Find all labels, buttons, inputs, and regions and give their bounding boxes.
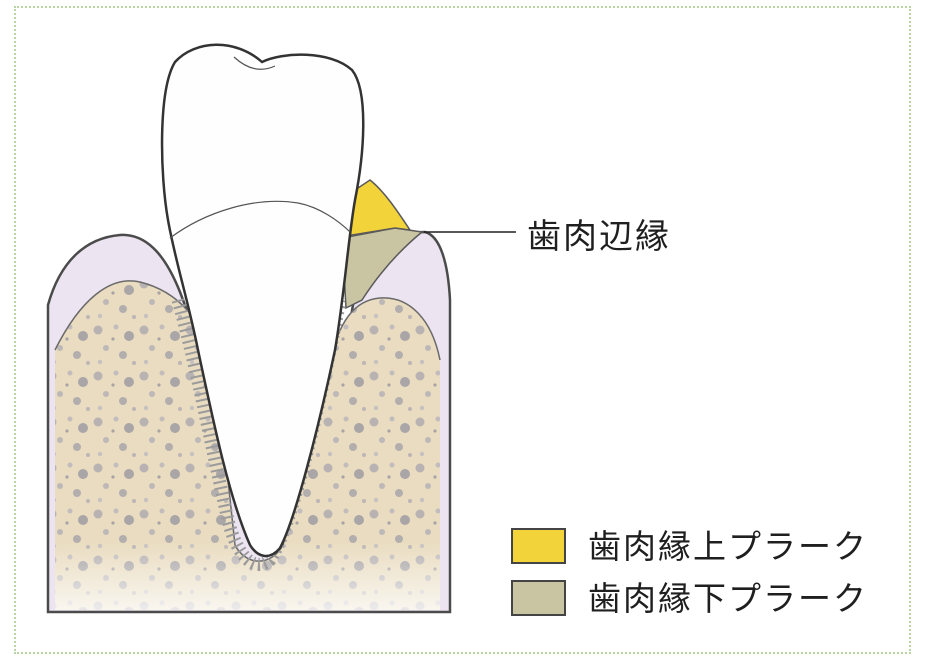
legend-label-supragingival: 歯肉縁上プラーク bbox=[588, 530, 868, 563]
legend-item-subgingival: 歯肉縁下プラーク bbox=[511, 578, 868, 618]
legend-swatch-supragingival bbox=[511, 528, 566, 564]
legend-item-supragingival: 歯肉縁上プラーク bbox=[511, 526, 868, 566]
legend-label-subgingival: 歯肉縁下プラーク bbox=[588, 582, 868, 615]
legend-swatch-subgingival bbox=[511, 580, 566, 616]
gum-margin-label: 歯肉辺縁 bbox=[527, 220, 671, 254]
